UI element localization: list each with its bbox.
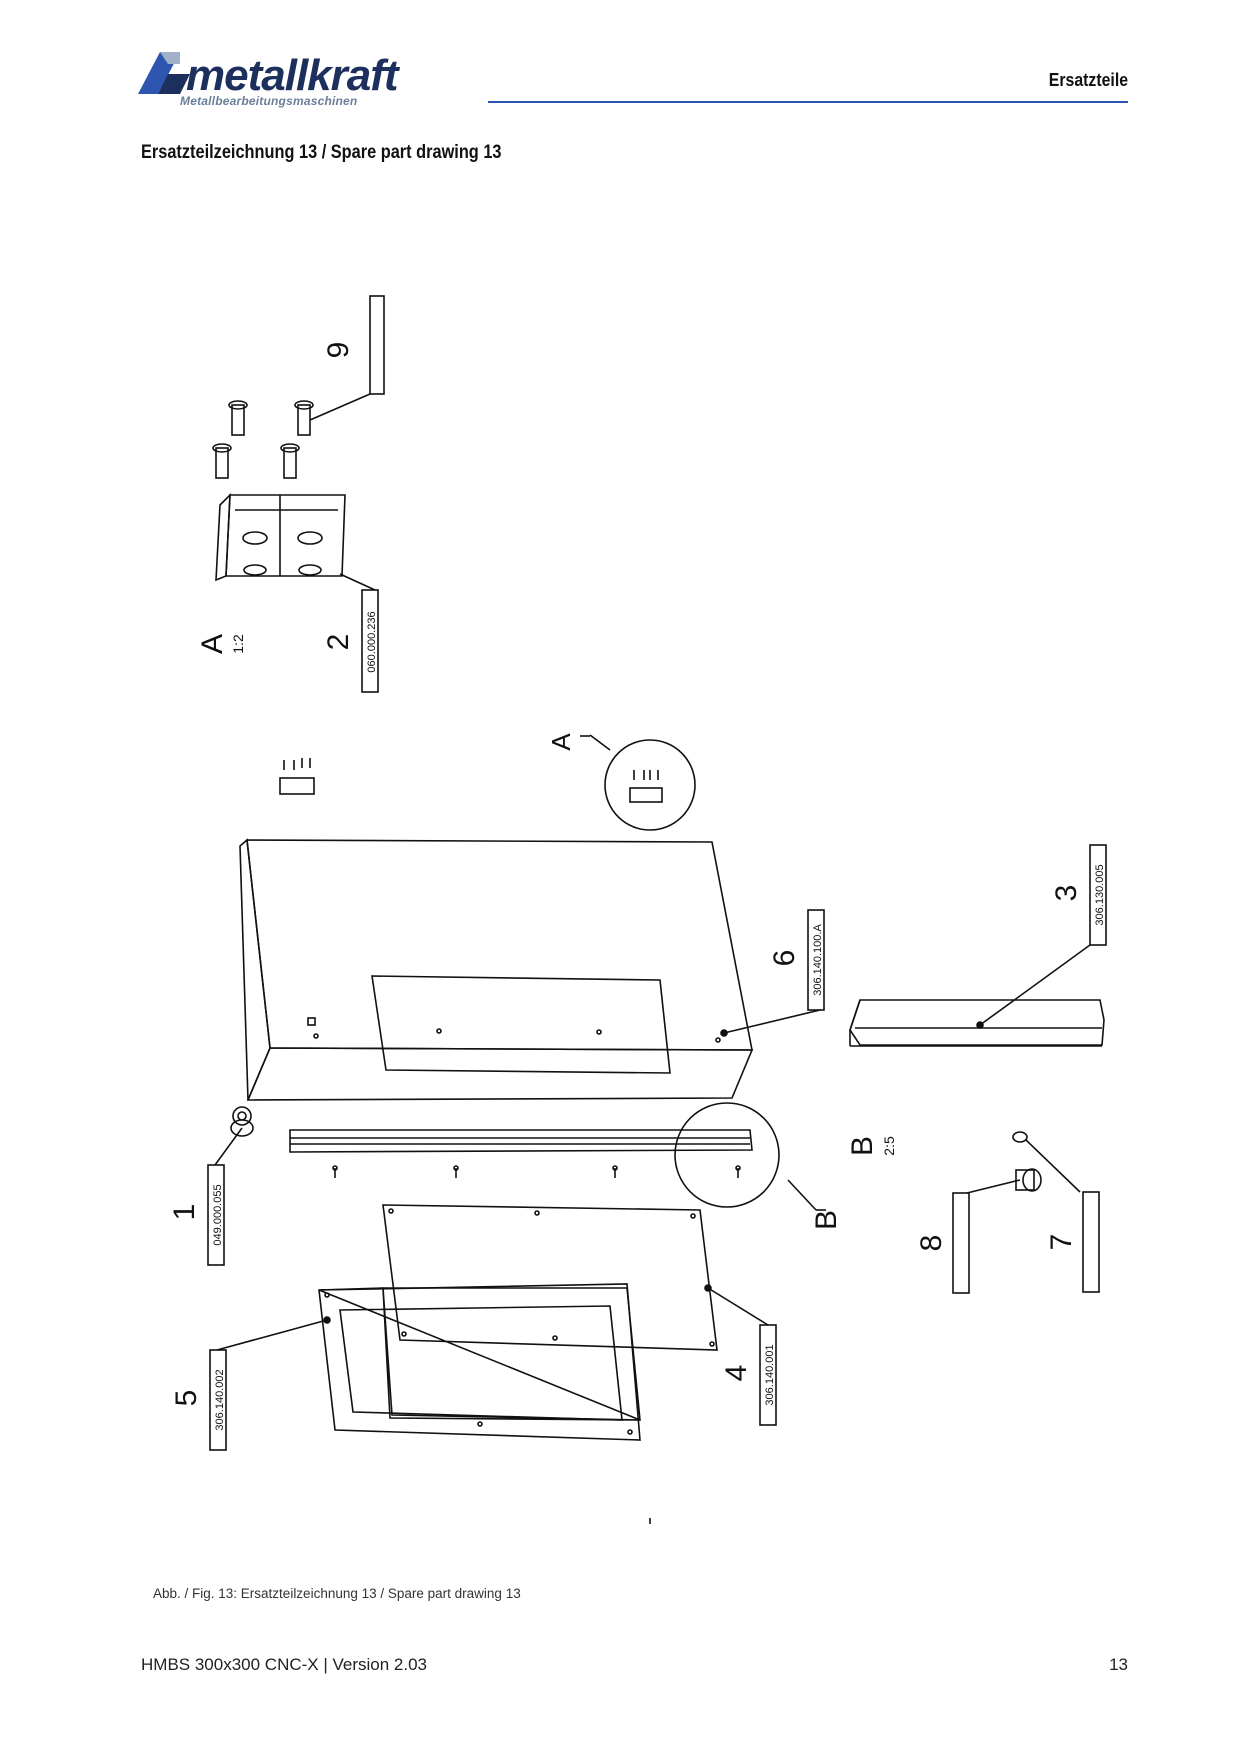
detail-a-name: A — [196, 634, 229, 654]
detail-a-circle — [604, 739, 696, 831]
item-1-label-box — [207, 1164, 225, 1266]
item-7-label-box — [1082, 1191, 1100, 1293]
item-2-part-number: 060.000.236 — [366, 611, 378, 672]
item-1-number: 1 — [168, 1204, 201, 1221]
bolt-part — [212, 400, 314, 479]
item-6-part-number: 306.140.100.A — [812, 924, 824, 996]
page-number: 13 — [1109, 1655, 1128, 1674]
brand-wordmark: metallkraft — [186, 51, 401, 100]
figure-caption: Abb. / Fig. 13: Ersatzteilzeichnung 13 /… — [153, 1586, 521, 1601]
detail-b-circle — [674, 1102, 780, 1208]
detail-b-scale: 2:5 — [881, 1136, 897, 1156]
metallkraft-logo: metallkraft — [138, 51, 402, 100]
item-8-number: 8 — [915, 1235, 948, 1252]
detail-a-scale: 1:2 — [230, 634, 246, 654]
item-5-number: 5 — [170, 1390, 203, 1407]
brand-subtitle: Metallbearbeitungsmaschinen — [180, 94, 358, 108]
item-6-number: 6 — [768, 950, 801, 967]
hinge-mini-detail — [629, 770, 663, 803]
item-2-label-box — [361, 589, 379, 693]
screw-washer-part — [1012, 1131, 1042, 1192]
cover-plate-part — [382, 1204, 718, 1351]
hinge-mini-left — [279, 758, 315, 795]
item-3-part-number: 306.130.005 — [1094, 864, 1106, 925]
item-3-label-box — [1089, 844, 1107, 946]
detail-b-marker: B — [810, 1210, 843, 1230]
detail-a-marker: A — [546, 733, 576, 751]
spare-part-drawing: 9 060.000.236 2 A 1:2 A — [168, 295, 1107, 1524]
page-heading: Ersatzteilzeichnung 13 / Spare part draw… — [141, 142, 502, 163]
item-9-number: 9 — [322, 342, 355, 359]
header-rule — [488, 101, 1128, 103]
rail-part — [289, 1129, 753, 1178]
item-4-label-box — [759, 1324, 777, 1426]
frame-part — [318, 1283, 641, 1441]
item-3-number: 3 — [1050, 885, 1083, 902]
knob-part — [230, 1106, 254, 1137]
item-5-part-number: 306.140.002 — [214, 1369, 226, 1430]
item-7-number: 7 — [1045, 1234, 1078, 1251]
item-5-label-box — [209, 1349, 227, 1451]
main-panel-part — [239, 838, 754, 1101]
item-6-label-box — [807, 909, 825, 1011]
item-4-number: 4 — [720, 1365, 753, 1382]
item-9-label-box — [369, 295, 385, 395]
detail-b-name: B — [846, 1136, 879, 1156]
item-2-number: 2 — [322, 634, 355, 651]
section-title: Ersatzteile — [1048, 70, 1128, 90]
item-8-label-box — [952, 1192, 970, 1294]
item-4-part-number: 306.140.001 — [764, 1344, 776, 1405]
footer-model-version: HMBS 300x300 CNC-X | Version 2.03 — [141, 1655, 427, 1674]
hinge-part — [215, 492, 346, 582]
item-1-part-number: 049.000.055 — [212, 1184, 224, 1245]
